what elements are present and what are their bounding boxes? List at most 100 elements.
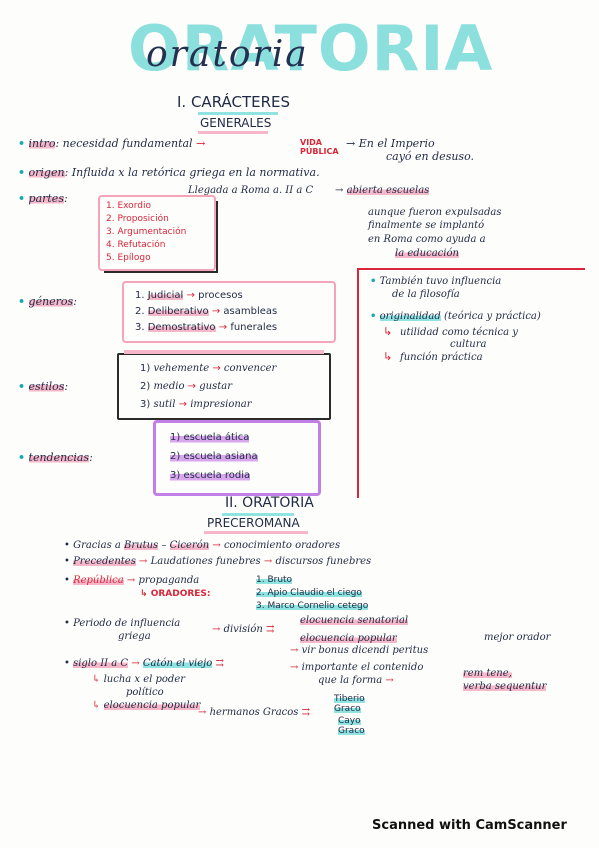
periodo-row: • Periodo de influencia [64,618,181,629]
intro-result: → En el Imperio [346,137,435,150]
section1-subheading: GENERALES [200,116,272,130]
intro-label: intro [28,137,56,150]
section2-heading-underline [222,513,294,516]
orador-item: 1. Bruto [256,575,293,585]
generos-item: 2. Deliberativo → asambleas [135,306,278,317]
lucha-row: ↳ lucha x el poder [92,674,186,685]
eloc-popular-row: ↳ elocuencia popular [92,700,201,711]
orador-item: 2. Apio Claudio el ciego [256,588,362,598]
partes-row: • partes: [18,192,68,205]
tiberio: Tiberio Graco [334,694,365,714]
orador-item: 3. Marco Cornelio cetego [256,601,369,611]
camscanner-watermark: Scanned with CamScanner [372,818,567,833]
eloc-sen-row: elocuencia senatorial [300,615,409,626]
partes-item: 5. Epílogo [106,253,151,263]
tendencias-item: 1) escuela ática [170,432,250,443]
estilos-label: estilos [28,380,65,393]
right-note-line1: También tuvo influencia [379,276,502,287]
partes-box-shadow [104,201,218,273]
intro-result1: En el Imperio [358,137,435,150]
generos-label: géneros [28,295,74,308]
origen-note4: la educación [395,248,459,259]
section1-heading: I. CARÁCTERES [177,93,291,111]
intro-result2: cayó en desuso. [386,150,474,163]
siglo-row: • siglo II a C → Catón el viejo ⇉ [64,658,224,669]
right-note-line2: de la filosofía [392,289,460,300]
tendencias-box [153,420,321,496]
generos-item: 3. Demostrativo → funerales [135,322,278,333]
origen-label: origen [28,166,65,179]
eloc-pop-row: elocuencia popular [300,633,397,644]
origen-result-row: → abierta escuelas [335,185,430,196]
rem-row: rem tene, [463,668,512,679]
tendencias-item: 3) escuela rodia [170,470,251,481]
tendencias-list: 1) escuela ática 2) escuela asiana 3) es… [170,428,258,485]
oradores-label: ↳ ORADORES: [140,589,211,599]
right-note-1: • También tuvo influencia [370,276,502,287]
generos-item: 1. Judicial → procesos [135,290,243,301]
tendencias-label: tendencias [28,451,90,464]
partes-label: partes [28,192,64,205]
partes-item: 4. Refutación [106,240,166,250]
origen-note3: en Roma como ayuda a [368,234,486,245]
oradores-list: 1. Bruto 2. Apio Claudio el ciego 3. Mar… [256,574,369,613]
func-line: función práctica [400,352,483,363]
section2-heading: II. ORATORIA [225,495,314,511]
division-row: → división ⇉ [212,624,275,635]
estilos-list: 1) vehemente → convencer 2) medio → gust… [140,360,276,414]
estilos-item: 1) vehemente → convencer [140,363,277,374]
partes-box [98,195,216,271]
bene-row: → vir bonus dicendi peritus [290,645,429,656]
hermanos-row: → hermanos Gracos ⇉ [198,707,310,718]
origen-arrival: Llegada a Roma a. II a C [188,185,314,196]
intro-text: necesidad fundamental [62,137,193,150]
generos-row: • géneros: [18,295,77,308]
generos-list: 1. Judicial → procesos 2. Deliberativo →… [135,288,277,336]
cayo: Cayo Graco [338,716,365,736]
func-arrow: ↳ [383,350,393,363]
section2-subheading-underline [204,531,308,534]
verba-row: verba sequentur [463,681,547,692]
section1-subheading-underline [198,131,268,134]
origen-result: abierta escuelas [346,185,430,196]
gracias-row: • Gracias a Brutus – Cicerón → conocimie… [64,540,341,551]
partes-list: 1. Exordio 2. Proposición 3. Argumentaci… [106,200,186,265]
estilos-item: 2) medio → gustar [140,381,232,392]
origen-note1: aunque fueron expulsadas [368,207,502,218]
right-notes-topline [357,268,585,270]
intro-row: • intro: necesidad fundamental → [18,137,206,150]
importante-row: → importante el contenido [290,662,424,673]
tendencias-row: • tendencias: [18,451,93,464]
section1-heading-underline [198,112,278,115]
vida-publica: VIDA PÚBLICA [300,138,339,156]
que-la-row: que la forma → [318,675,394,686]
estilos-row: • estilos: [18,380,69,393]
origen-note2: finalmente se implantó [368,220,485,231]
estilos-item: 3) sutil → impresionar [140,399,252,410]
util-line2: cultura [450,339,487,350]
partes-item: 3. Argumentación [106,227,187,237]
precedentes-row: • Precedentes → Laudationes funebres → d… [64,556,372,567]
originalidad-detail: (teórica y práctica) [443,311,541,322]
partes-item: 1. Exordio [106,201,151,211]
estilos-box-accent [124,350,324,354]
partes-item: 2. Proposición [106,214,169,224]
section2-subheading: PRECEROMANA [207,516,300,530]
title-main: ORATORIA [128,12,494,85]
title-overlay: oratoria [146,34,309,75]
right-note-2: de la filosofía [392,289,460,300]
right-notes-border [357,268,359,498]
originalidad-row: • originalidad (teórica y práctica) [370,311,541,322]
mejor-orador: mejor orador [484,632,551,643]
republica-row: • República → propaganda [64,575,200,586]
tendencias-item: 2) escuela asiana [170,451,258,462]
originalidad-label: originalidad [379,311,441,322]
origen-text: Influida x la retórica griega en la norm… [71,166,320,179]
util-line1: utilidad como técnica y [400,327,518,338]
politico: político [126,687,164,698]
origen-row: • origen: Influida x la retórica griega … [18,166,320,179]
util-arrow: ↳ [383,325,393,338]
periodo-line2: griega [118,631,151,642]
generos-box [122,281,336,343]
